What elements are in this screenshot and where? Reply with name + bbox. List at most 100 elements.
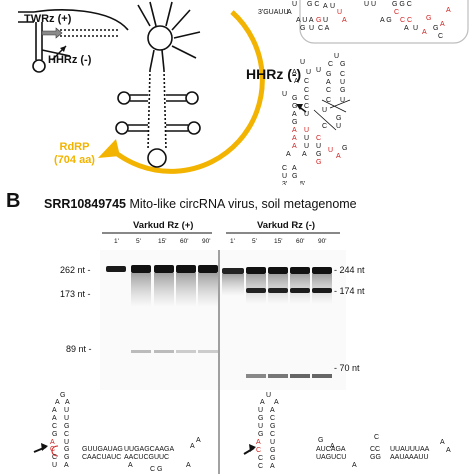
svg-text:U: U xyxy=(304,143,309,150)
svg-text:C G: C G xyxy=(150,466,162,473)
svg-text:A: A xyxy=(302,151,307,158)
marker-89: 89 nt - xyxy=(66,344,92,354)
twrz-structure-box xyxy=(299,0,469,44)
svg-text:A: A xyxy=(55,399,60,406)
svg-text:C: C xyxy=(52,454,57,461)
svg-text:C: C xyxy=(340,71,345,78)
svg-text:U: U xyxy=(282,173,287,180)
svg-text:G: G xyxy=(64,454,69,461)
svg-text:C: C xyxy=(326,87,331,94)
svg-text:C: C xyxy=(304,103,309,110)
svg-text:U: U xyxy=(316,143,321,150)
gel-minus-title: Varkud Rz (-) xyxy=(257,220,316,231)
gel-minus-bands xyxy=(222,267,332,378)
svg-text:U: U xyxy=(323,17,328,24)
svg-text:A: A xyxy=(286,151,291,158)
svg-text:G: G xyxy=(336,115,341,122)
svg-text:G: G xyxy=(340,87,345,94)
tp-plus-1: 1' xyxy=(114,238,119,245)
svg-text:A: A xyxy=(292,165,297,172)
svg-text:U: U xyxy=(304,135,309,142)
panel-b-title: SRR10849745 Mito-like circRNA virus, soi… xyxy=(44,197,357,211)
gel-plus-title: Varkud Rz (+) xyxy=(133,220,194,231)
marker-173: 173 nt - xyxy=(60,289,91,299)
svg-text:CC: CC xyxy=(370,446,380,453)
hhrz-structure-title: HHRz (-) xyxy=(246,66,302,82)
svg-text:A: A xyxy=(65,399,70,406)
svg-text:A: A xyxy=(330,443,335,450)
svg-text:A: A xyxy=(404,25,409,32)
svg-text:C: C xyxy=(52,423,57,430)
tp-minus-5: 90' xyxy=(318,238,327,245)
svg-text:CAACUAUC: CAACUAUC xyxy=(82,454,121,461)
svg-text:A: A xyxy=(292,127,297,134)
svg-text:G: G xyxy=(270,423,275,430)
svg-text:A: A xyxy=(292,111,297,118)
svg-text:U: U xyxy=(64,407,69,414)
tp-plus-5: 90' xyxy=(202,238,211,245)
svg-text:G: G xyxy=(258,431,263,438)
svg-text:C: C xyxy=(258,455,263,462)
svg-text:G C: G C xyxy=(307,1,319,8)
tp-minus-4: 60' xyxy=(296,238,305,245)
svg-text:3': 3' xyxy=(282,181,287,185)
tp-plus-2: 5' xyxy=(136,238,141,245)
svg-text:AACUCGUUC: AACUCGUUC xyxy=(124,454,169,461)
svg-text:G: G xyxy=(258,415,263,422)
svg-text:G G C: G G C xyxy=(392,1,412,8)
tp-plus-4: 60' xyxy=(180,238,189,245)
svg-text:C: C xyxy=(438,33,443,40)
svg-text:A: A xyxy=(323,3,328,10)
svg-text:G: G xyxy=(326,71,331,78)
svg-text:C: C xyxy=(64,431,69,438)
svg-text:U: U xyxy=(340,79,345,86)
svg-text:G: G xyxy=(292,95,297,102)
svg-text:A: A xyxy=(196,437,201,444)
svg-text:G: G xyxy=(60,392,65,399)
svg-text:G: G xyxy=(426,15,431,22)
svg-text:A: A xyxy=(128,462,133,469)
svg-text:UUGAGCAAGA: UUGAGCAAGA xyxy=(124,446,175,453)
svg-text:C: C xyxy=(328,61,333,68)
rdrp-name: RdRP xyxy=(59,141,90,153)
svg-text:U: U xyxy=(413,25,418,32)
svg-text:U: U xyxy=(330,3,335,10)
svg-text:C: C xyxy=(270,431,275,438)
svg-text:A: A xyxy=(270,463,275,470)
svg-text:U: U xyxy=(316,67,321,74)
svg-text:A G: A G xyxy=(380,17,392,24)
svg-text:G: G xyxy=(300,25,305,32)
svg-text:C: C xyxy=(282,165,287,172)
svg-text:A: A xyxy=(260,399,265,406)
svg-text:A: A xyxy=(446,7,451,14)
svg-text:A: A xyxy=(326,79,331,86)
panel-a-graphics: 3'GUAUU A U G C A U A U A G U G U C A U … xyxy=(18,0,469,185)
svg-text:G: G xyxy=(433,25,438,32)
svg-text:AUCAGA: AUCAGA xyxy=(316,446,346,453)
svg-text:A: A xyxy=(440,21,445,28)
svg-text:U: U xyxy=(309,25,314,32)
svg-text:A: A xyxy=(422,29,427,36)
svg-text:U: U xyxy=(306,69,311,76)
twrz-plus-label: TWRz (+) xyxy=(24,13,72,25)
svg-text:G: G xyxy=(64,423,69,430)
svg-text:U: U xyxy=(64,439,69,446)
svg-text:GUUGAUAG: GUUGAUAG xyxy=(82,446,123,453)
svg-text:U: U xyxy=(304,127,309,134)
svg-text:C: C xyxy=(304,95,309,102)
circrna-schematic xyxy=(18,1,201,168)
svg-text:A: A xyxy=(292,135,297,142)
svg-text:U: U xyxy=(334,53,339,60)
rdrp-arrowhead xyxy=(98,139,120,158)
panel-b-description: Mito-like circRNA virus, soil metagenome xyxy=(126,197,357,211)
svg-text:G: G xyxy=(316,151,321,158)
svg-text:A: A xyxy=(287,9,292,16)
svg-text:U: U xyxy=(304,111,309,118)
svg-text:A: A xyxy=(440,439,445,446)
svg-text:C: C xyxy=(256,447,261,454)
svg-text:G: G xyxy=(52,431,57,438)
tp-minus-2: 5' xyxy=(252,238,257,245)
svg-text:C: C xyxy=(304,87,309,94)
